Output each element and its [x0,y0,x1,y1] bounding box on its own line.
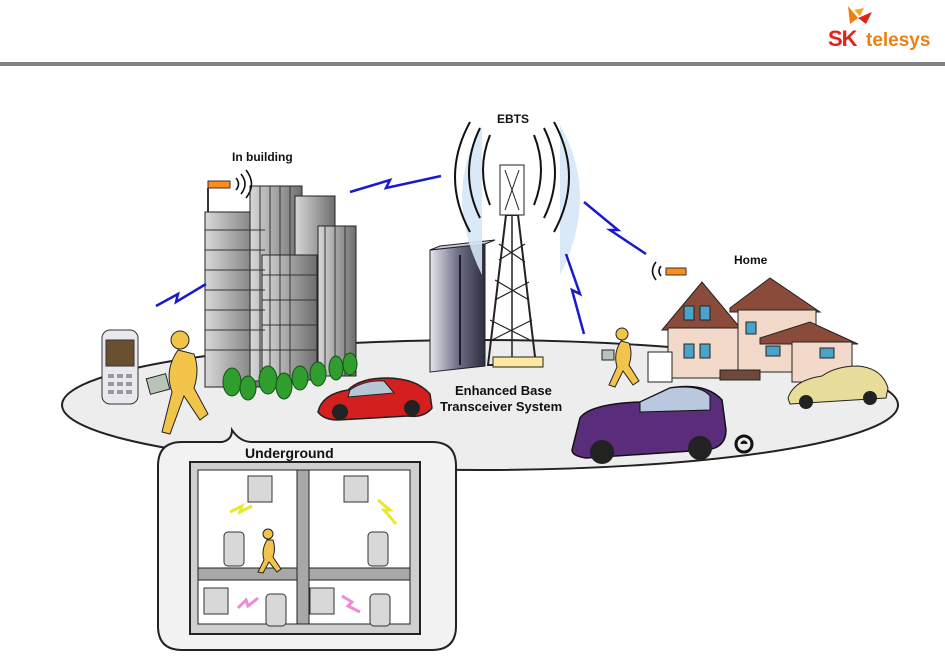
header-divider [0,62,945,66]
home-antenna-icon [666,268,686,275]
wireless-waves-icon [236,170,252,198]
logo-brand: SK [828,26,857,52]
in-building-label: In building [232,150,293,164]
logo-name: telesys [866,30,930,52]
underground-label: Underground [245,445,334,461]
home-label: Home [734,253,767,267]
sk-telesys-logo: SK telesys [828,4,940,52]
ebts-label: EBTS [497,112,529,126]
underground-box [158,430,456,650]
transceiver-system-label: Transceiver System [440,399,562,414]
base-station-cabinet-icon [430,240,495,372]
mobile-phone-icon [102,330,138,404]
enhanced-base-label: Enhanced Base [455,383,552,398]
home-wireless-waves-icon [653,262,662,280]
building-antenna-icon [208,181,230,188]
network-diagram [0,70,945,670]
house-icon [648,278,858,382]
